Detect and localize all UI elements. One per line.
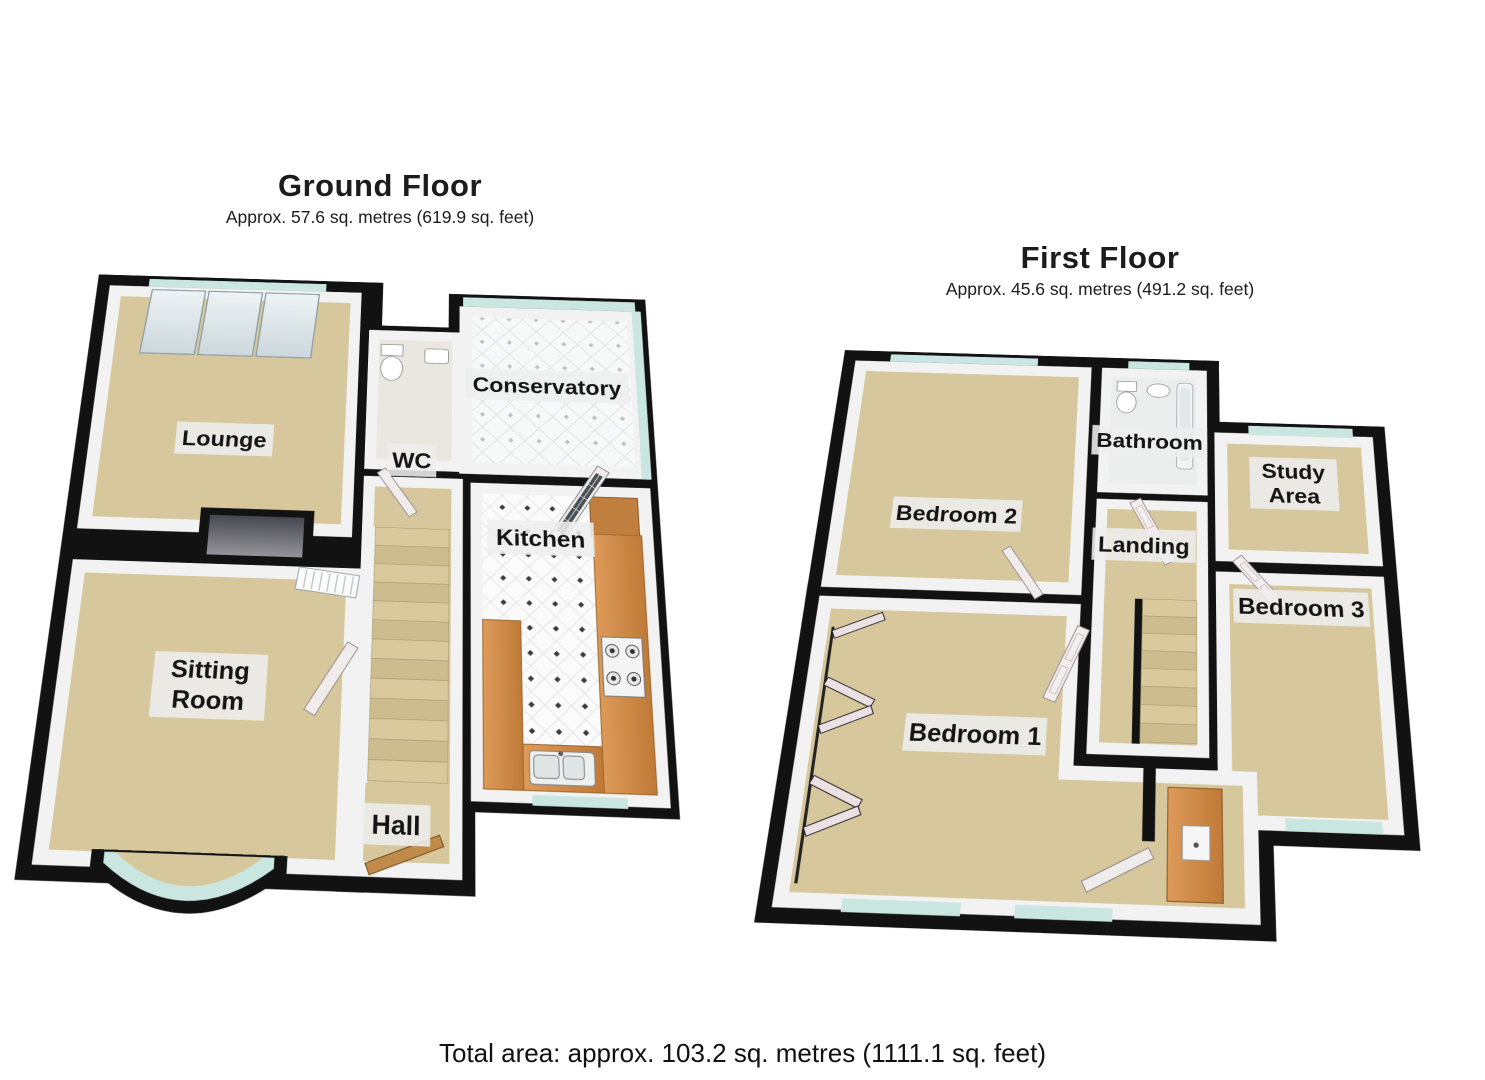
nook-wall-stub: [1142, 768, 1156, 842]
staircase-down: [1140, 599, 1197, 744]
toilet-bowl: [380, 356, 403, 381]
toilet-cistern: [381, 344, 403, 356]
svg-text:Bathroom: Bathroom: [1096, 430, 1203, 455]
wc-door-leaf: [377, 468, 417, 517]
svg-text:Conservatory: Conservatory: [473, 373, 622, 400]
svg-text:WC: WC: [392, 448, 432, 473]
kitchen-cabinet-box: [589, 497, 639, 538]
ground-floor-labels: Lounge WC Conservatory Kitchen Sitting R…: [148, 368, 630, 847]
svg-text:Area: Area: [1268, 484, 1321, 508]
svg-text:Room: Room: [170, 685, 245, 716]
label-wc: WC: [386, 443, 437, 478]
label-bathroom: Bathroom: [1091, 424, 1208, 458]
first-floor-svg: Bedroom 2 Bathroom Landing Study Area Be…: [754, 350, 1421, 942]
room-kitchen: [470, 462, 671, 810]
chimney-recess: [195, 507, 315, 567]
room-landing: [1086, 498, 1210, 759]
bathroom-toilet-cistern: [1117, 381, 1137, 391]
bedroom1-floor: [789, 608, 1246, 909]
bathroom-sink: [1147, 384, 1170, 398]
first-floor-area-text: Approx. 45.6 sq. metres (491.2 sq. feet): [945, 279, 1255, 299]
patio-door-panels: [140, 290, 320, 358]
bedroom1-wardrobe: [1167, 787, 1223, 903]
conservatory-floor: [472, 317, 636, 468]
room-bedroom1: [771, 595, 1261, 925]
first-floor-title: First Floor: [1020, 240, 1180, 275]
svg-text:Study: Study: [1261, 460, 1326, 484]
recess-alcove: [206, 514, 305, 558]
svg-text:Sitting: Sitting: [170, 655, 251, 685]
label-landing: Landing: [1091, 527, 1196, 563]
bedroom2-floor: [835, 371, 1079, 583]
lounge-floor: [92, 296, 351, 525]
ground-floor-header: Ground Floor Approx. 57.6 sq. metres (61…: [70, 168, 690, 228]
room-bedroom3: [1215, 571, 1405, 836]
svg-text:Bedroom 1: Bedroom 1: [907, 719, 1042, 751]
bedroom3-floor: [1229, 584, 1389, 820]
label-sitting-room: Sitting Room: [148, 651, 269, 721]
room-study-area: [1214, 425, 1384, 567]
room-sitting-room: [31, 559, 361, 918]
room-bedroom2: [820, 354, 1092, 596]
svg-text:Lounge: Lounge: [181, 426, 268, 452]
label-study-area: Study Area: [1249, 456, 1340, 512]
study-floor: [1227, 443, 1369, 554]
ground-floor-area-text: Approx. 57.6 sq. metres (619.9 sq. feet): [225, 207, 535, 227]
radiator-panel: [295, 567, 359, 598]
first-floor-labels: Bedroom 2 Bathroom Landing Study Area Be…: [889, 424, 1371, 756]
svg-text:Bedroom 2: Bedroom 2: [895, 501, 1018, 528]
landing-floor: [1099, 508, 1197, 746]
stair-divider-wall: [1131, 598, 1143, 744]
kitchen-stove: [601, 637, 645, 697]
svg-text:Landing: Landing: [1098, 533, 1190, 559]
total-area-text: Total area: approx. 103.2 sq. metres (11…: [438, 1038, 1046, 1068]
label-kitchen: Kitchen: [486, 519, 595, 557]
kitchen-counter-bottom: [523, 744, 604, 793]
staircase: [361, 527, 449, 785]
label-bedroom3: Bedroom 3: [1233, 588, 1371, 627]
ground-floor-title: Ground Floor: [277, 168, 483, 203]
kitchen-sink: [529, 750, 595, 786]
ground-floor-plan: Lounge WC Conservatory Kitchen Sitting R…: [14, 216, 681, 920]
first-floor-plan: Bedroom 2 Bathroom Landing Study Area Be…: [754, 294, 1421, 942]
label-hall: Hall: [361, 802, 431, 847]
ground-floor-svg: Lounge WC Conservatory Kitchen Sitting R…: [14, 274, 681, 918]
wc-floor: [375, 339, 453, 462]
svg-text:Kitchen: Kitchen: [496, 524, 586, 552]
room-conservatory: [459, 297, 652, 480]
label-bedroom1: Bedroom 1: [902, 713, 1048, 756]
room-lounge: [76, 278, 362, 538]
kitchen-counter-left: [483, 620, 524, 791]
sitting-floor: [48, 572, 347, 860]
svg-text:Bedroom 3: Bedroom 3: [1238, 594, 1366, 623]
room-hall: [349, 475, 463, 881]
label-bedroom2: Bedroom 2: [889, 496, 1023, 532]
bathroom-toilet-bowl: [1116, 392, 1136, 414]
bedroom1-door-leaf: [1043, 626, 1089, 703]
wc-basin: [425, 349, 449, 364]
label-conservatory: Conservatory: [464, 368, 630, 405]
first-floor-header: First Floor Approx. 45.6 sq. metres (491…: [790, 240, 1410, 300]
room-wc: [364, 329, 464, 472]
label-lounge: Lounge: [173, 421, 275, 457]
svg-text:Hall: Hall: [371, 809, 421, 841]
